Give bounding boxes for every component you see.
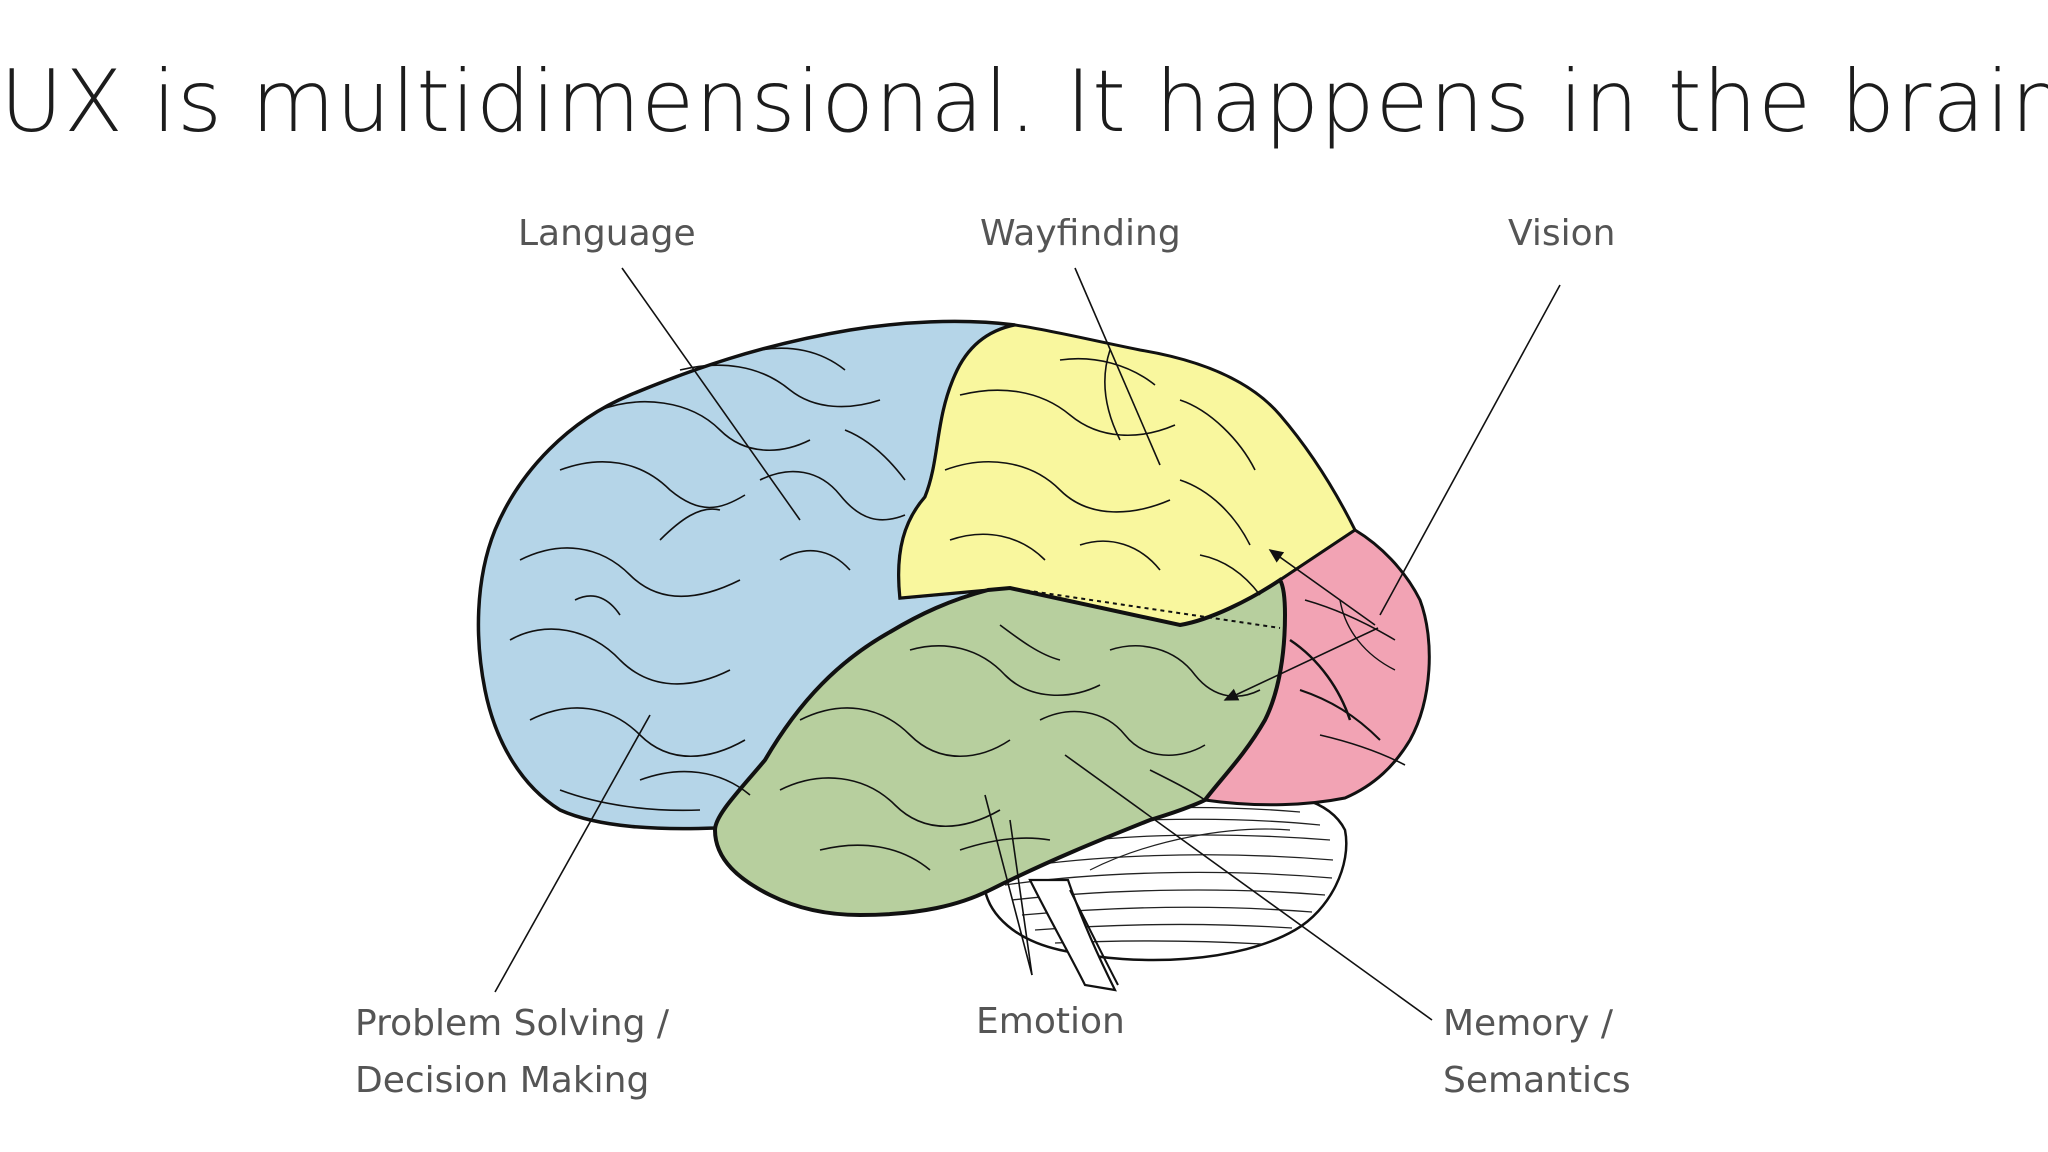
label-problem-solving-line1: Problem Solving /: [355, 1003, 670, 1044]
label-emotion-text: Emotion: [976, 1001, 1125, 1042]
label-language: Language: [518, 205, 696, 262]
label-vision: Vision: [1508, 205, 1615, 262]
leader-lines: [494, 267, 1561, 1021]
vision-arrow-down: [1223, 627, 1379, 701]
leader-line-problem-solving: [494, 714, 651, 993]
brain-stem: [1028, 878, 1119, 992]
leader-line-vision: [1379, 284, 1561, 616]
leader-line-emotion-a: [984, 794, 1033, 976]
slide-title: UX is multidimensional. It happens in th…: [0, 52, 2048, 152]
parietal-gyri: [944, 349, 1261, 596]
vision-arrow-up: [1268, 549, 1376, 626]
label-emotion: Emotion: [976, 993, 1125, 1050]
label-problem-solving-line2: Decision Making: [355, 1060, 650, 1101]
label-wayfinding: Wayfinding: [980, 205, 1181, 262]
leader-line-language: [621, 267, 801, 521]
leader-line-memory: [1064, 754, 1433, 1021]
temporal-lobe: [712, 577, 1288, 918]
label-vision-text: Vision: [1508, 213, 1616, 254]
leader-line-emotion-b: [1009, 819, 1033, 976]
leader-line-wayfinding: [1074, 267, 1161, 466]
temporal-gyri: [779, 624, 1261, 871]
label-memory-line2: Semantics: [1443, 1060, 1631, 1101]
label-memory-line1: Memory /: [1443, 1003, 1613, 1044]
label-problem-solving: Problem Solving / Decision Making: [355, 995, 669, 1109]
label-memory: Memory / Semantics: [1443, 995, 1631, 1109]
label-language-text: Language: [518, 213, 696, 254]
frontal-gyri: [509, 347, 906, 812]
label-wayfinding-text: Wayfinding: [980, 213, 1181, 254]
occipital-lobe: [1202, 528, 1431, 807]
